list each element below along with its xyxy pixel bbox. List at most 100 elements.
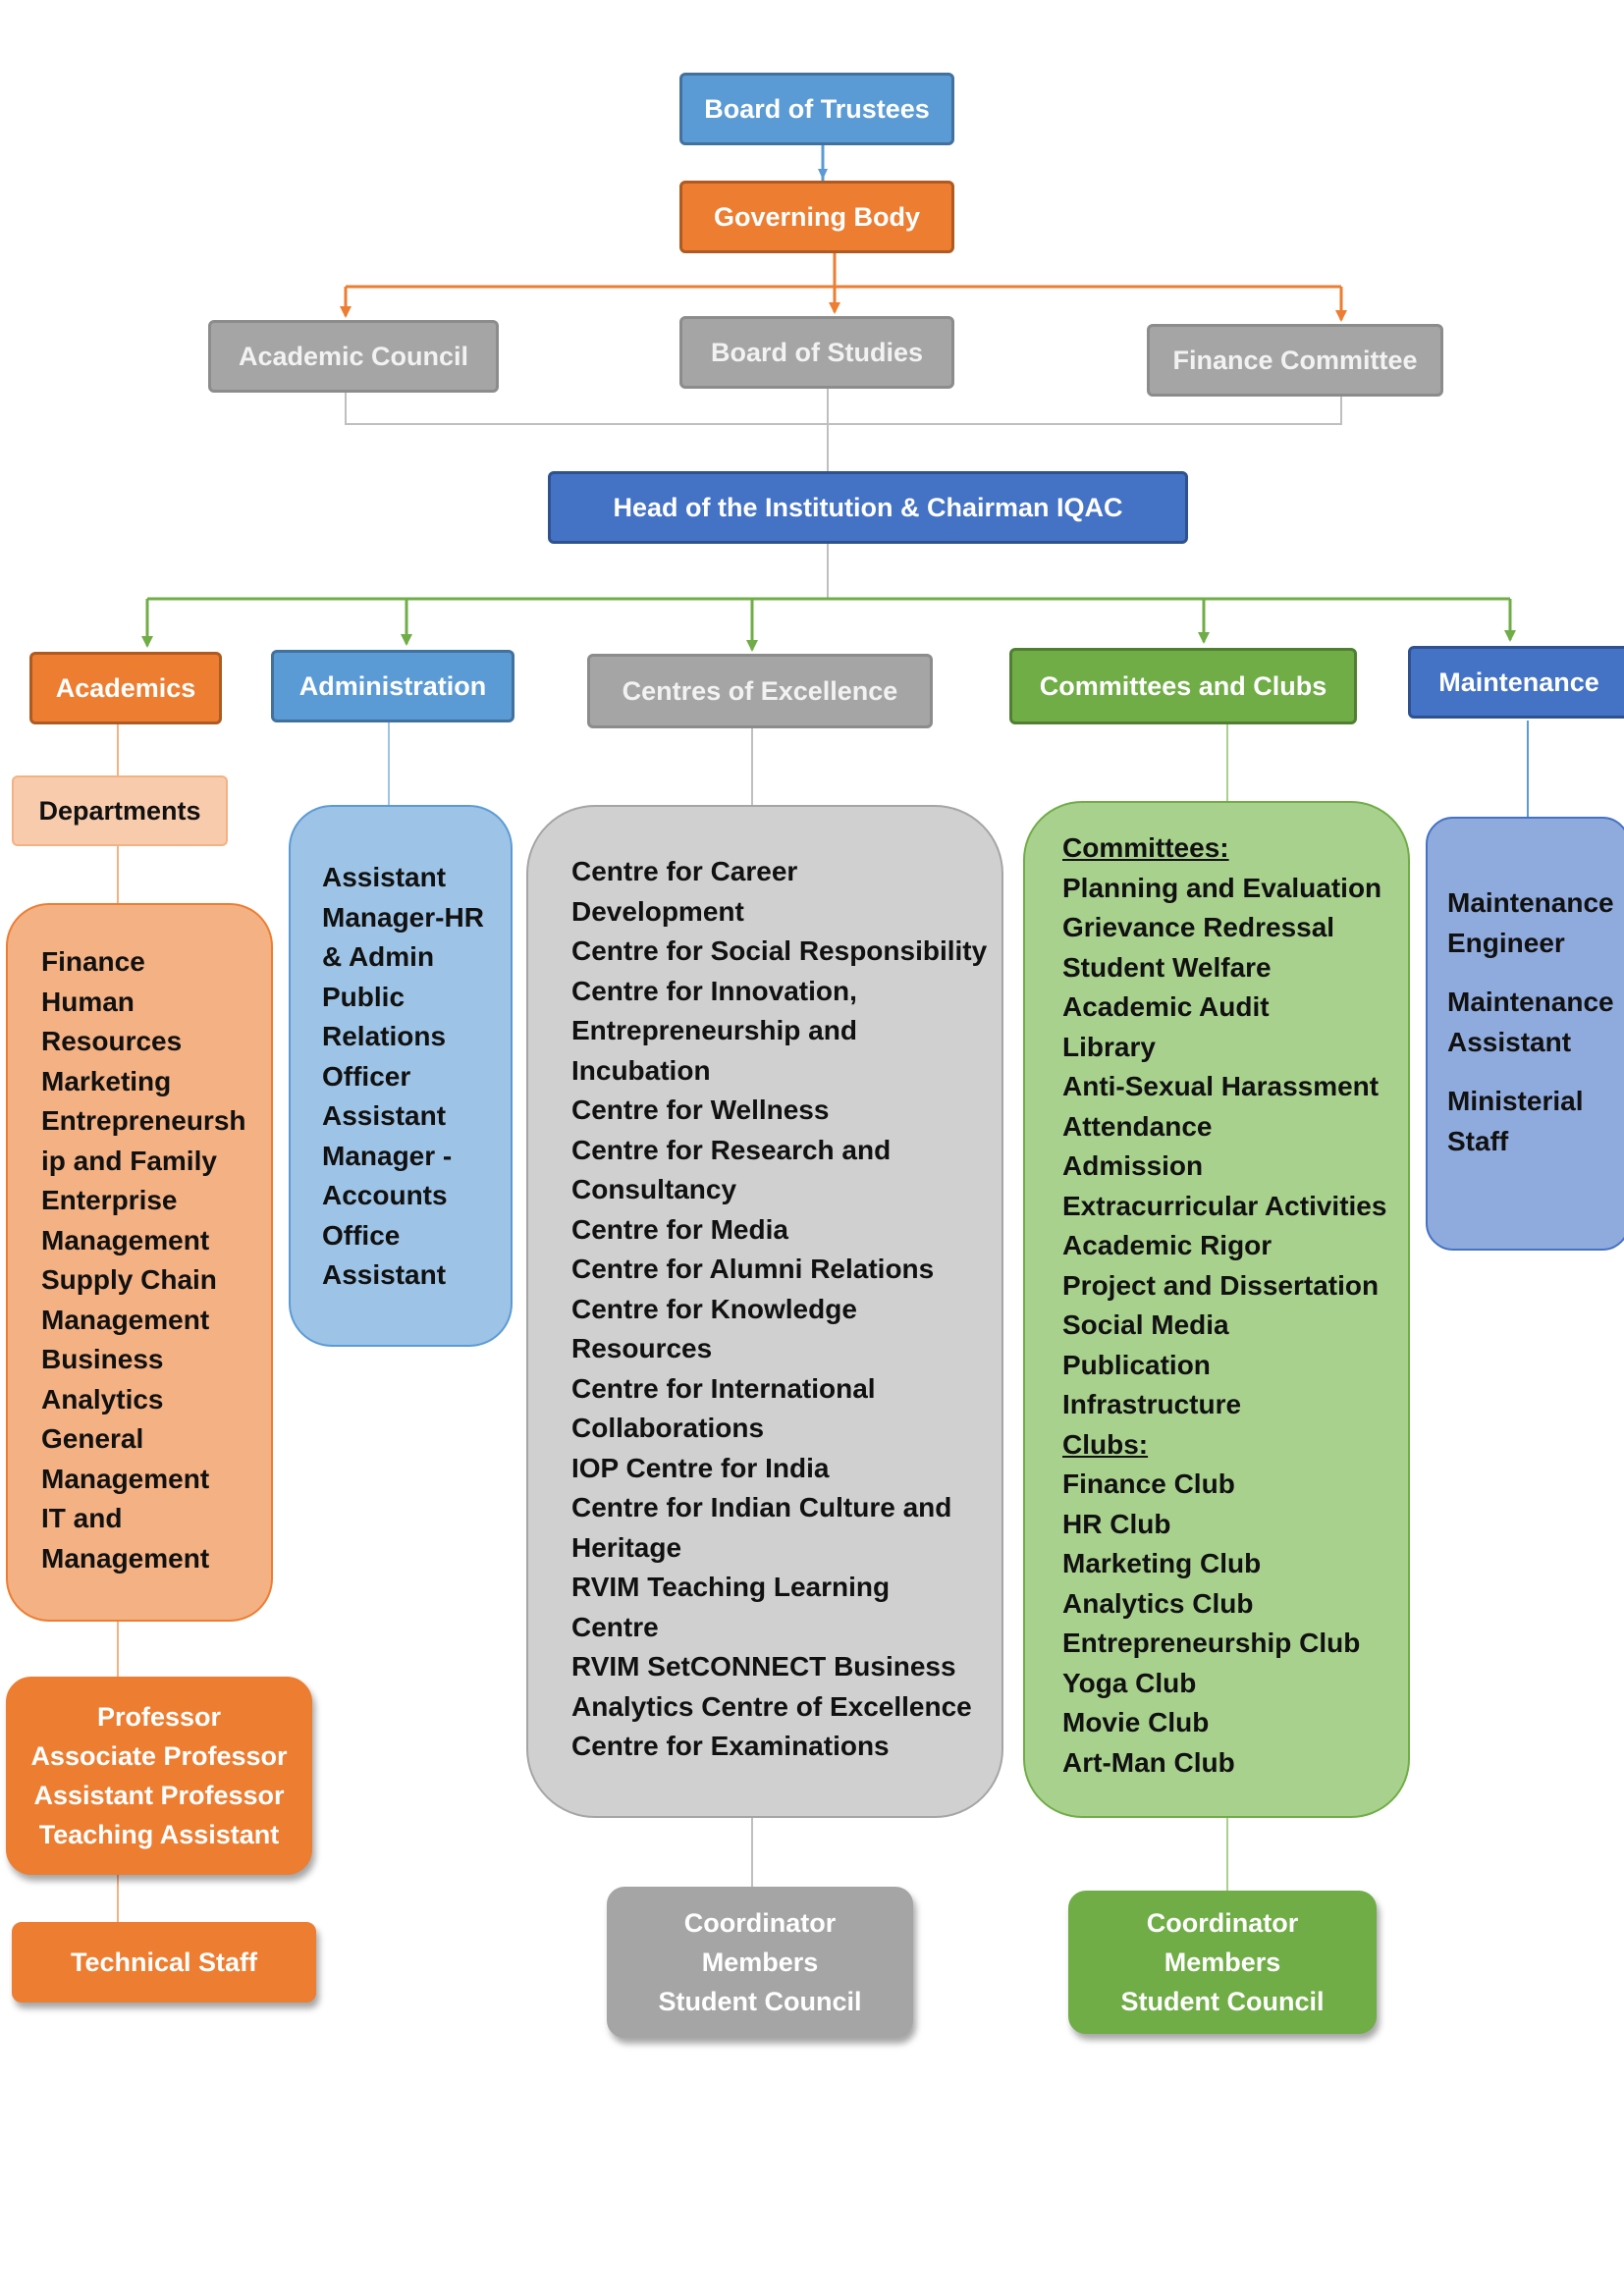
centre-item: Centre for Media bbox=[571, 1213, 788, 1245]
department-item: ip and Family bbox=[41, 1145, 217, 1176]
committee-item: Publication bbox=[1062, 1349, 1211, 1380]
administration-box: Administration bbox=[271, 650, 514, 722]
committee-item: Academic Audit bbox=[1062, 991, 1270, 1022]
department-item: Entrepreneursh bbox=[41, 1105, 246, 1136]
admin-role: Accounts bbox=[322, 1180, 448, 1210]
centres-of-excellence-box: Centres of Excellence bbox=[587, 654, 933, 728]
department-item: Human bbox=[41, 986, 135, 1017]
centres-role: Coordinator bbox=[683, 1908, 837, 1938]
centre-item: Centre for Examinations bbox=[571, 1731, 890, 1761]
committee-item: Attendance bbox=[1062, 1110, 1213, 1142]
committees-role: Student Council bbox=[1120, 1987, 1325, 2016]
centre-item: Centre for Social Responsibility bbox=[571, 935, 988, 966]
centre-item: Centre for Knowledge bbox=[571, 1293, 857, 1324]
department-item: Enterprise bbox=[41, 1185, 178, 1215]
committees-role: Members bbox=[1164, 1948, 1281, 1977]
committee-item: Infrastructure bbox=[1062, 1389, 1242, 1419]
faculty-role: Assistant Professor bbox=[33, 1781, 285, 1810]
centre-item: Entrepreneurship and bbox=[571, 1015, 857, 1045]
centre-item: Development bbox=[571, 895, 744, 927]
committees-and-clubs-box: Committees and Clubs bbox=[1009, 648, 1357, 724]
admin-role: Officer bbox=[322, 1060, 411, 1092]
centre-item: Collaborations bbox=[571, 1413, 765, 1443]
board-of-trustees-box: Board of Trustees bbox=[679, 73, 954, 145]
admin-role: Assistant bbox=[322, 1100, 447, 1131]
admin-role: Relations bbox=[322, 1021, 447, 1051]
committee-item: Planning and Evaluation bbox=[1062, 872, 1382, 903]
club-item: Movie Club bbox=[1062, 1707, 1210, 1737]
centre-item: Consultancy bbox=[571, 1174, 737, 1204]
admin-role: Public bbox=[322, 981, 406, 1012]
committee-item: Project and Dissertation bbox=[1062, 1269, 1380, 1301]
maintenance-role: Ministerial bbox=[1447, 1086, 1584, 1116]
admin-role: Assistant bbox=[322, 862, 447, 892]
centre-item: Centre for International bbox=[571, 1372, 876, 1404]
club-item: Marketing Club bbox=[1062, 1548, 1262, 1578]
faculty-role: Associate Professor bbox=[30, 1741, 288, 1771]
centre-item: Analytics Centre of Excellence bbox=[571, 1690, 972, 1722]
department-item: Supply Chain bbox=[41, 1264, 217, 1295]
committee-item: Anti-Sexual Harassment bbox=[1062, 1071, 1380, 1101]
department-item: Management bbox=[41, 1304, 210, 1335]
department-item: Analytics bbox=[41, 1383, 164, 1415]
clubs-heading: Clubs: bbox=[1062, 1428, 1149, 1460]
academics-box: Academics bbox=[29, 652, 222, 724]
committee-item: Social Media bbox=[1062, 1309, 1229, 1340]
department-item: IT and bbox=[41, 1503, 123, 1533]
faculty-role: Teaching Assistant bbox=[38, 1820, 280, 1849]
maintenance-role: Staff bbox=[1447, 1125, 1509, 1156]
committee-item: Library bbox=[1062, 1031, 1156, 1062]
club-item: Analytics Club bbox=[1062, 1587, 1254, 1619]
committee-item: Student Welfare bbox=[1062, 951, 1272, 983]
department-item: Management bbox=[41, 1542, 210, 1574]
department-item: Finance bbox=[41, 946, 145, 977]
committee-item: Admission bbox=[1062, 1150, 1204, 1181]
finance-committee-box: Finance Committee bbox=[1147, 324, 1443, 397]
admin-role: & Admin bbox=[322, 941, 435, 972]
centre-item: Heritage bbox=[571, 1531, 682, 1563]
club-item: Finance Club bbox=[1062, 1468, 1235, 1499]
centre-item: Centre for Innovation, bbox=[571, 975, 857, 1006]
committees-heading: Committees: bbox=[1062, 832, 1229, 863]
club-item: Entrepreneurship Club bbox=[1062, 1628, 1361, 1658]
maintenance-role: Assistant bbox=[1447, 1026, 1572, 1057]
centre-item: RVIM SetCONNECT Business bbox=[571, 1651, 956, 1682]
centres-role: Members bbox=[701, 1948, 819, 1977]
maintenance-role: Maintenance bbox=[1447, 987, 1614, 1017]
board-of-studies-box: Board of Studies bbox=[679, 316, 954, 389]
head-of-institution-box: Head of the Institution & Chairman IQAC bbox=[548, 471, 1188, 544]
committee-item: Academic Rigor bbox=[1062, 1230, 1272, 1260]
department-item: Management bbox=[41, 1463, 210, 1494]
committee-item: Extracurricular Activities bbox=[1062, 1190, 1387, 1221]
centre-item: Centre bbox=[571, 1611, 659, 1642]
centre-item: RVIM Teaching Learning bbox=[571, 1572, 891, 1602]
centre-item: Incubation bbox=[571, 1054, 711, 1086]
admin-role: Assistant bbox=[322, 1259, 447, 1290]
centres-role: Student Council bbox=[658, 1987, 862, 2016]
governing-body-box: Governing Body bbox=[679, 181, 954, 253]
admin-role: Manager - bbox=[322, 1140, 453, 1171]
centre-item: Centre for Research and bbox=[571, 1134, 892, 1165]
admin-role: Manager-HR bbox=[322, 901, 484, 933]
committees-role: Coordinator bbox=[1146, 1908, 1299, 1938]
department-item: General bbox=[41, 1423, 144, 1454]
centre-item: Centre for Career bbox=[571, 856, 798, 886]
admin-role: Office bbox=[322, 1219, 401, 1251]
centre-item: Centre for Indian Culture and bbox=[571, 1492, 952, 1522]
department-item: Marketing bbox=[41, 1065, 172, 1096]
centre-item: Resources bbox=[571, 1333, 713, 1363]
departments-box: Departments bbox=[12, 775, 228, 846]
committee-item: Grievance Redressal bbox=[1062, 912, 1335, 942]
maintenance-box: Maintenance bbox=[1408, 646, 1624, 719]
technical-staff-box: Technical Staff bbox=[12, 1922, 316, 2002]
club-item: HR Club bbox=[1062, 1508, 1171, 1539]
centre-item: Centre for Alumni Relations bbox=[571, 1254, 935, 1284]
faculty-role: Professor bbox=[96, 1702, 222, 1732]
